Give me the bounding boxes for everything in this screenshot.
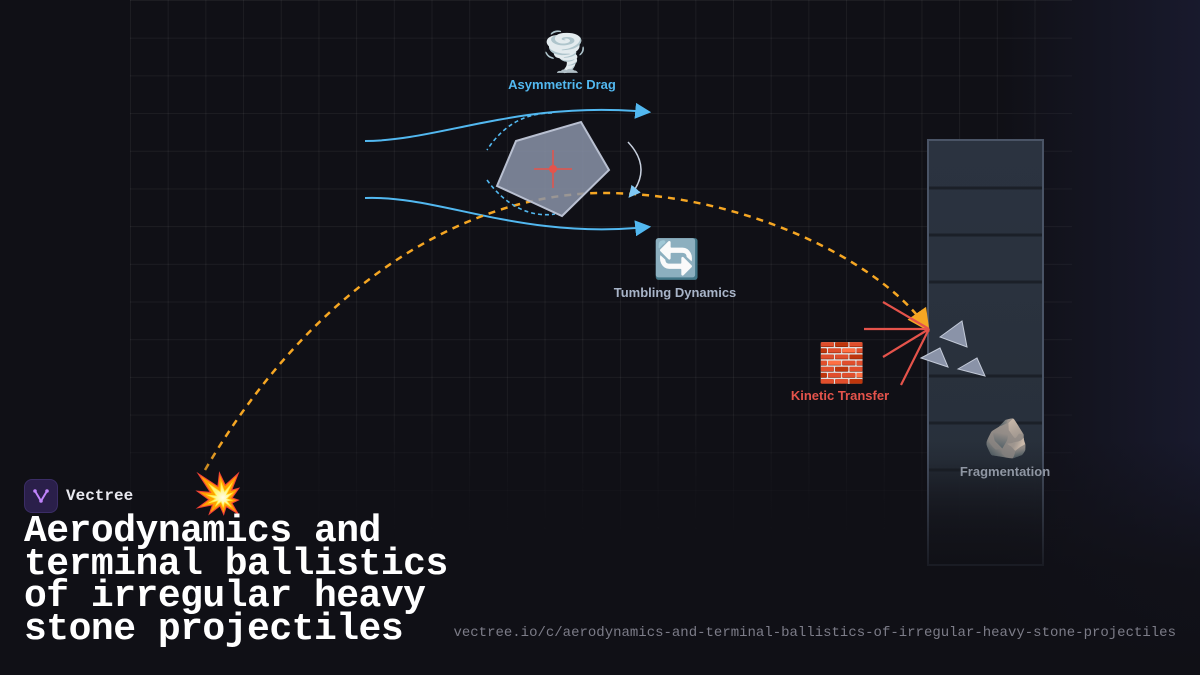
trajectory-path xyxy=(203,191,930,471)
bottom-fade xyxy=(0,440,1200,675)
rotation-arrow xyxy=(627,141,642,198)
center-of-mass-marker xyxy=(534,150,572,188)
tumbling-dynamics-label: Tumbling Dynamics xyxy=(613,285,737,300)
wake-vortex-bottom xyxy=(486,179,556,216)
vectree-logo-icon xyxy=(24,479,58,513)
wake-vortex-top xyxy=(486,112,553,151)
explosion-icon: 💥 xyxy=(193,471,243,517)
brand-name: Vectree xyxy=(66,487,134,505)
asymmetric-drag-label: Asymmetric Drag xyxy=(508,77,616,92)
stone-fragments xyxy=(919,320,986,377)
airflow-streamline-top xyxy=(364,102,652,142)
impact-burst xyxy=(864,301,930,386)
rotate-arrows-icon: 🔄 xyxy=(653,237,701,281)
tornado-icon: 🌪️ xyxy=(541,30,589,74)
page-title: Aerodynamics and terminal ballistics of … xyxy=(24,510,448,651)
brick-wall-icon: 🧱 xyxy=(818,341,866,385)
rock-icon: 🪨 xyxy=(983,416,1031,460)
fragmentation-label: Fragmentation xyxy=(959,464,1051,479)
kinetic-transfer-label: Kinetic Transfer xyxy=(790,388,890,403)
page-url[interactable]: vectree.io/c/aerodynamics-and-terminal-b… xyxy=(453,625,1176,641)
airflow-streamline-bottom xyxy=(364,196,652,237)
brand: Vectree xyxy=(24,479,133,513)
